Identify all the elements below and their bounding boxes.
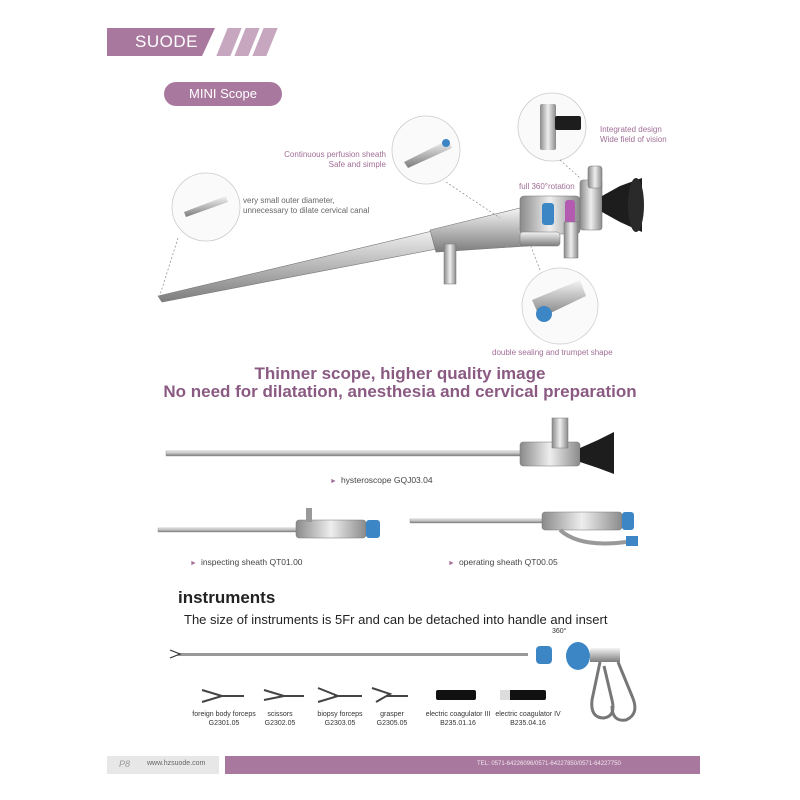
caption-arrow-icon: ► xyxy=(190,560,197,567)
caption-inspecting: ►inspecting sheath QT01.00 xyxy=(190,557,303,567)
callout-sealing: double sealing and trumpet shape xyxy=(492,348,613,357)
operating-sheath-image xyxy=(409,511,638,546)
instrument-code: G2301.05 xyxy=(208,720,240,728)
callout-perfusion-line2: Safe and simple xyxy=(328,160,386,169)
instrument-code: B235.04.16 xyxy=(510,720,546,728)
instruments-title: instruments xyxy=(178,588,276,607)
footer-left-block: P8 www.hzsuode.com xyxy=(107,756,219,774)
instrument-item: electric coagulator III B235.01.16 xyxy=(418,710,498,728)
headline-2: No need for dilatation, anesthesia and c… xyxy=(163,382,637,401)
instrument-item: electric coagulator IV B235.04.16 xyxy=(488,710,568,728)
caption-inspecting-text: inspecting sheath QT01.00 xyxy=(200,557,303,567)
instrument-name: biopsy forceps xyxy=(317,711,363,718)
callout-circle-integrated xyxy=(517,92,587,179)
caption-operating: ►operating sheath QT00.05 xyxy=(448,557,558,567)
section-badge: MINI Scope xyxy=(164,82,282,106)
instrument-code: B235.01.16 xyxy=(440,720,476,728)
inspecting-sheath-image xyxy=(157,508,380,539)
callout-perfusion: Continuous perfusion sheath Safe and sim… xyxy=(266,150,386,170)
caption-hysteroscope-text: hysteroscope GQJ03.04 xyxy=(340,475,433,485)
footer-tel: TEL: 0571-64226096/0571-64227850/0571-64… xyxy=(477,761,621,767)
callout-diameter-line2: unnecessary to dilate cervical canal xyxy=(243,206,370,215)
hysteroscope-image xyxy=(165,417,614,474)
brand-name: SUODE xyxy=(135,32,198,51)
callout-circle-tip xyxy=(159,172,241,296)
callout-diameter: very small outer diameter, unnecessary t… xyxy=(243,196,369,216)
footer-bar: P8 www.hzsuode.com TEL: 0571-64226096/05… xyxy=(107,756,700,774)
rotation-label: 360° xyxy=(552,628,567,635)
callout-integrated-line1: Integrated design xyxy=(600,125,662,134)
instrument-item: foreign body forceps G2301.05 xyxy=(186,710,262,728)
callout-integrated-line2: Wide field of vision xyxy=(600,135,667,144)
instrument-code: G2305.05 xyxy=(376,720,408,728)
instruments-subtitle: The size of instruments is 5Fr and can b… xyxy=(184,612,608,627)
instrument-name: foreign body forceps xyxy=(192,711,256,718)
instrument-item: grasper G2305.05 xyxy=(362,710,422,728)
website-link[interactable]: www.hzsuode.com xyxy=(147,760,206,767)
brand-banner: SUODE xyxy=(107,28,215,56)
callout-circle-perfusion xyxy=(391,115,501,219)
footer-right-block xyxy=(225,756,700,774)
caption-arrow-icon: ► xyxy=(448,560,455,567)
main-scope xyxy=(157,165,644,303)
instrument-item: scissors G2302.05 xyxy=(250,710,310,728)
caption-hysteroscope: ►hysteroscope GQJ03.04 xyxy=(330,475,433,485)
callout-integrated: Integrated design Wide field of vision xyxy=(600,125,667,145)
headline-1: Thinner scope, higher quality image xyxy=(254,364,546,383)
instrument-name: electric coagulator IV xyxy=(495,711,561,718)
instrument-item: biopsy forceps G2303.05 xyxy=(308,710,372,728)
caption-arrow-icon: ► xyxy=(330,478,337,485)
callout-perfusion-line1: Continuous perfusion sheath xyxy=(284,150,386,159)
caption-operating-text: operating sheath QT00.05 xyxy=(458,557,558,567)
page-number: P8 xyxy=(119,759,131,769)
callout-rotation: full 360°rotation xyxy=(519,182,575,191)
instrument-code: G2303.05 xyxy=(324,720,356,728)
instrument-name: grasper xyxy=(380,711,404,718)
instrument-tips xyxy=(201,687,546,703)
instrument-name: scissors xyxy=(267,711,293,718)
callout-circle-sealing xyxy=(521,243,599,345)
instrument-handle-image xyxy=(169,642,637,722)
instrument-code: G2302.05 xyxy=(264,720,296,728)
instrument-name: electric coagulator III xyxy=(425,711,491,718)
callout-diameter-line1: very small outer diameter, xyxy=(243,196,335,205)
